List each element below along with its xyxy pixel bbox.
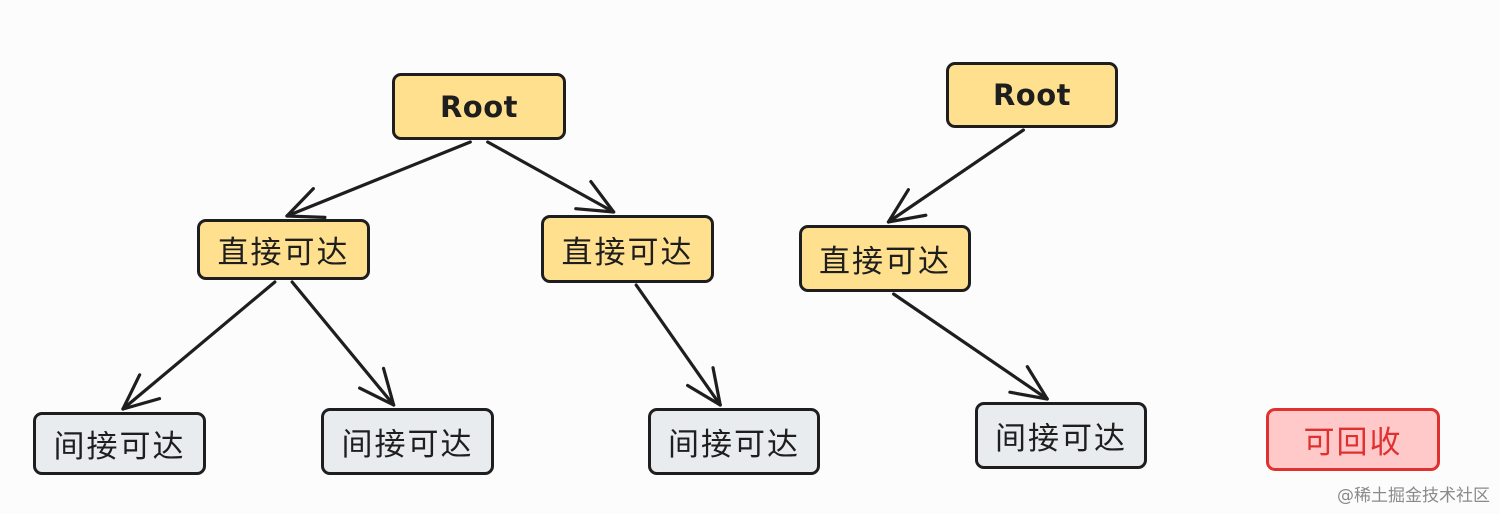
edge-line-direct_1-indirect_2 — [290, 280, 396, 407]
edge-line-direct_2-indirect_3 — [634, 283, 722, 407]
direct-reachable-node-3: 直接可达 — [799, 225, 971, 292]
indirect-reachable-node-1: 间接可达 — [33, 412, 206, 475]
reclaimable-node: 可回收 — [1266, 408, 1440, 471]
arrowhead-direct_3-indirect_4 — [1008, 365, 1049, 401]
direct-reachable-node-2: 直接可达 — [541, 215, 714, 283]
root-node-left: Root — [392, 73, 566, 140]
arrowhead-direct_1-indirect_1 — [121, 373, 162, 411]
edge-line-root_left-direct_2 — [486, 140, 616, 214]
indirect-reachable-node-3: 间接可达 — [648, 408, 820, 475]
arrowhead-direct_1-indirect_2 — [358, 366, 396, 407]
indirect-reachable-node-2: 间接可达 — [321, 408, 494, 475]
arrowhead-root_left-direct_1 — [285, 187, 327, 219]
indirect-reachable-node-4: 间接可达 — [975, 402, 1147, 469]
edge-line-direct_3-indirect_4 — [891, 292, 1049, 401]
arrowhead-direct_2-indirect_3 — [686, 366, 722, 407]
edge-line-root_left-direct_1 — [285, 140, 472, 218]
direct-reachable-node-1: 直接可达 — [197, 219, 370, 280]
arrowhead-root_left-direct_2 — [574, 180, 616, 214]
arrowhead-root_right-direct_3 — [886, 188, 928, 224]
watermark: @稀土掘金技术社区 — [1337, 486, 1490, 506]
edge-line-direct_1-indirect_1 — [121, 280, 277, 411]
root-node-right: Root — [946, 62, 1118, 128]
edge-line-root_right-direct_3 — [886, 128, 1026, 224]
